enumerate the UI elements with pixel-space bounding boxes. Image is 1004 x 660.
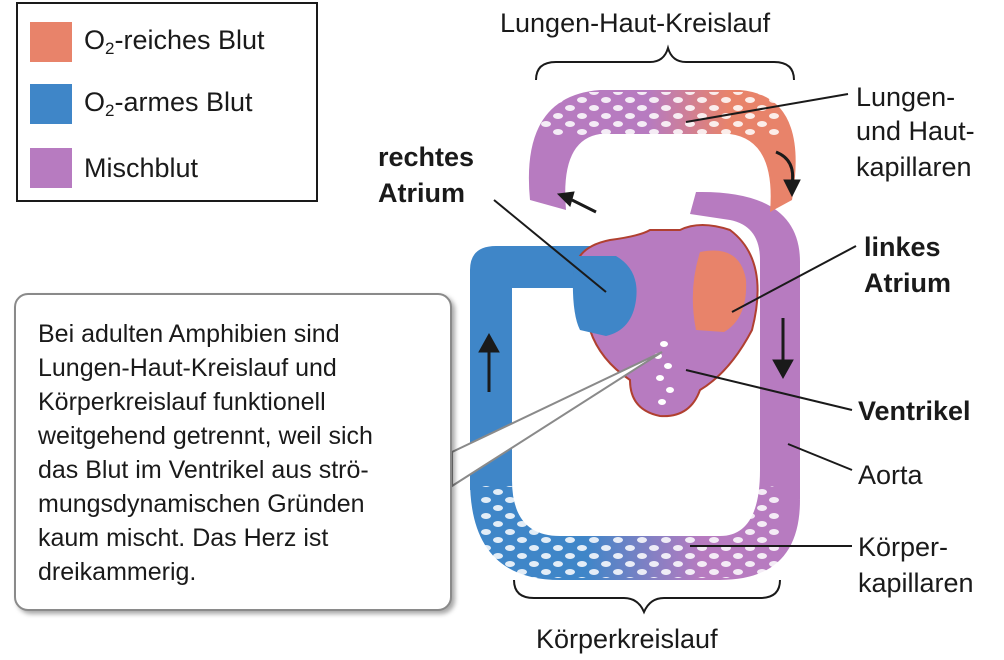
leader-lung-capillaries [685,93,849,123]
leader-aorta [787,443,853,471]
label-right-atrium-line1: rechtes [378,142,475,172]
legend-swatch-oxygen-rich [30,22,72,62]
label-body-circuit: Körperkreislauf [536,624,718,654]
leader-ventricle [685,369,853,411]
body-circuit-brace [513,579,781,615]
flow-arrow-up [478,332,500,392]
legend-label-oxygen-poor: O2-armes Blut [84,87,253,120]
callout-line: dreikammerig. [38,558,197,586]
label-body-capillaries-line1: Körper- [858,532,949,562]
callout-line: Körperkreislauf funktionell [38,388,326,416]
label-body-capillaries-line2: kapillaren [858,568,974,598]
callout-line: Bei adulten Amphibien sind [38,320,340,348]
legend-item-mixed: Mischblut [30,148,198,188]
callout-box: Bei adulten Amphibien sind Lungen-Haut-K… [14,293,452,611]
label-lung-capillaries-line2: und Haut- [856,116,975,146]
legend-item-oxygen-poor: O2-armes Blut [30,84,253,124]
leader-right-atrium [493,199,607,293]
callout-line: mungsdynamischen Gründen [38,490,365,518]
ventricle-trabeculae [654,341,674,405]
legend-label-mixed: Mischblut [84,152,199,183]
legend-label-oxygen-rich: O2-reiches Blut [84,25,265,58]
legend: O2-reiches Blut O2-armes Blut Mischblut [16,2,318,202]
body-capillary-texture [480,486,780,578]
flow-arrow-lung-left [556,191,597,214]
label-left-atrium-line1: linkes [864,232,941,262]
flow-arrow-down-aorta [772,318,794,380]
lung-capillary-texture [540,92,780,136]
label-ventricle: Ventrikel [858,396,971,426]
leader-left-atrium [731,245,857,313]
callout-pointer [451,351,663,488]
callout-line: weitgehend getrennt, weil sich [38,422,373,450]
legend-swatch-mixed [30,148,72,188]
legend-item-oxygen-rich: O2-reiches Blut [30,22,265,62]
flow-arrow-lung-down [775,150,801,198]
label-left-atrium-line2: Atrium [864,268,951,298]
right-atrium-shape [572,256,637,336]
callout-line: kaum mischt. Das Herz ist [38,524,329,552]
label-lung-capillaries-line1: Lungen- [856,82,956,112]
callout-line: Lungen-Haut-Kreislauf und [38,354,337,382]
label-lung-circuit: Lungen-Haut-Kreislauf [500,8,771,38]
aorta-vessel [690,191,800,500]
label-aorta: Aorta [858,460,923,490]
lung-circuit-brace [535,44,795,81]
label-lung-capillaries-line3: kapillaren [856,152,972,182]
callout-line: das Blut im Ventrikel aus strö- [38,456,369,484]
label-right-atrium-line2: Atrium [378,178,465,208]
legend-swatch-oxygen-poor [30,84,72,124]
